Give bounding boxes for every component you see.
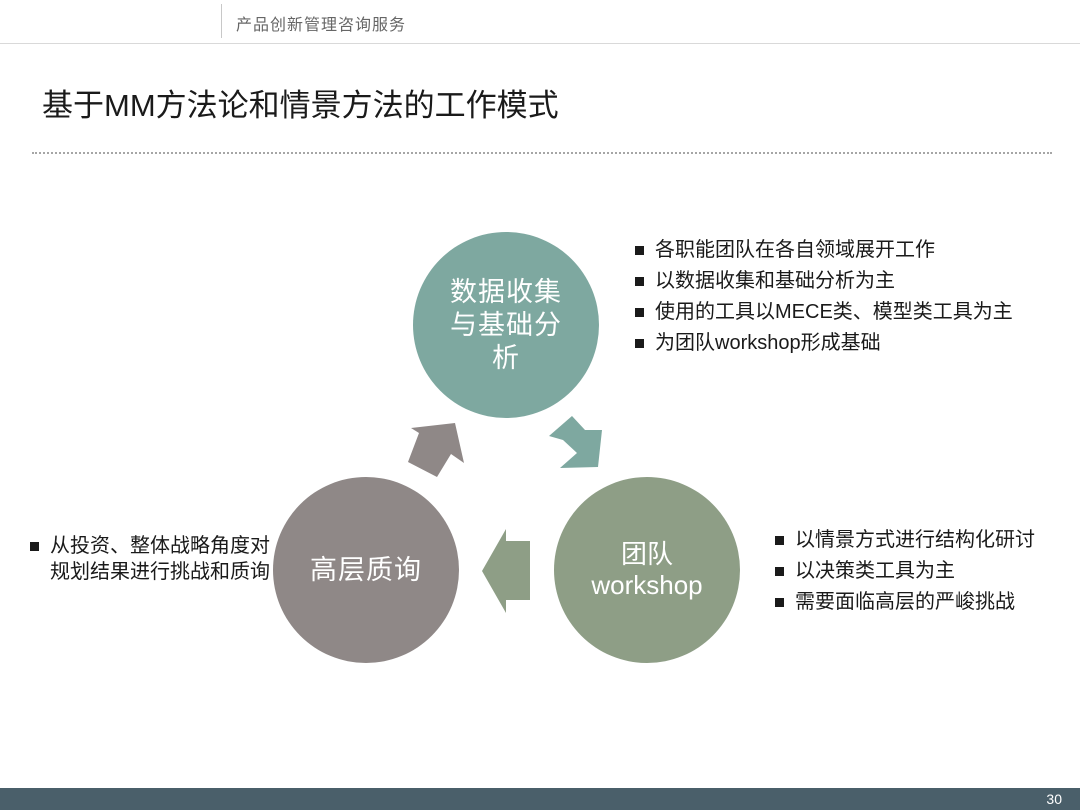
bullet-item: 从投资、整体战略角度对规划结果进行挑战和质询: [30, 533, 275, 585]
section-title: 产品创新管理咨询服务: [236, 15, 407, 34]
bullet-item: 以情景方式进行结构化研讨: [775, 525, 1035, 556]
bullet-item: 为团队workshop形成基础: [635, 328, 1013, 359]
bullet-item: 以数据收集和基础分析为主: [635, 266, 1013, 297]
team-workshop-label: 团队 workshop: [591, 539, 702, 601]
data-collection-circle: 数据收集与基础分析: [413, 232, 599, 418]
arrow-to-data: [408, 423, 464, 477]
executive-review-circle: 高层质询: [273, 477, 459, 663]
bullet-item: 各职能团队在各自领域展开工作: [635, 235, 1013, 266]
footer-bar: 30: [0, 788, 1080, 810]
data-collection-label: 数据收集与基础分析: [450, 276, 562, 373]
header-divider: [221, 4, 222, 38]
title-dotted-rule: [32, 152, 1052, 154]
bullet-item: 以决策类工具为主: [775, 556, 1035, 587]
header-rule: [0, 43, 1080, 44]
arrow-to-executive: [482, 529, 530, 613]
bullet-item: 需要面临高层的严峻挑战: [775, 587, 1035, 618]
team-workshop-bullets: 以情景方式进行结构化研讨 以决策类工具为主 需要面临高层的严峻挑战: [775, 525, 1035, 618]
executive-review-label: 高层质询: [310, 554, 422, 585]
bullet-item: 使用的工具以MECE类、模型类工具为主: [635, 297, 1013, 328]
slide-title: 基于MM方法论和情景方法的工作模式: [42, 88, 559, 123]
page-number: 30: [1046, 791, 1062, 807]
team-workshop-label-line1: 团队: [620, 539, 673, 569]
arrow-to-workshop: [549, 416, 602, 468]
executive-review-bullets: 从投资、整体战略角度对规划结果进行挑战和质询: [30, 533, 275, 585]
data-collection-bullets: 各职能团队在各自领域展开工作 以数据收集和基础分析为主 使用的工具以MECE类、…: [635, 235, 1013, 359]
team-workshop-label-line2: workshop: [591, 570, 703, 600]
team-workshop-circle: 团队 workshop: [554, 477, 740, 663]
